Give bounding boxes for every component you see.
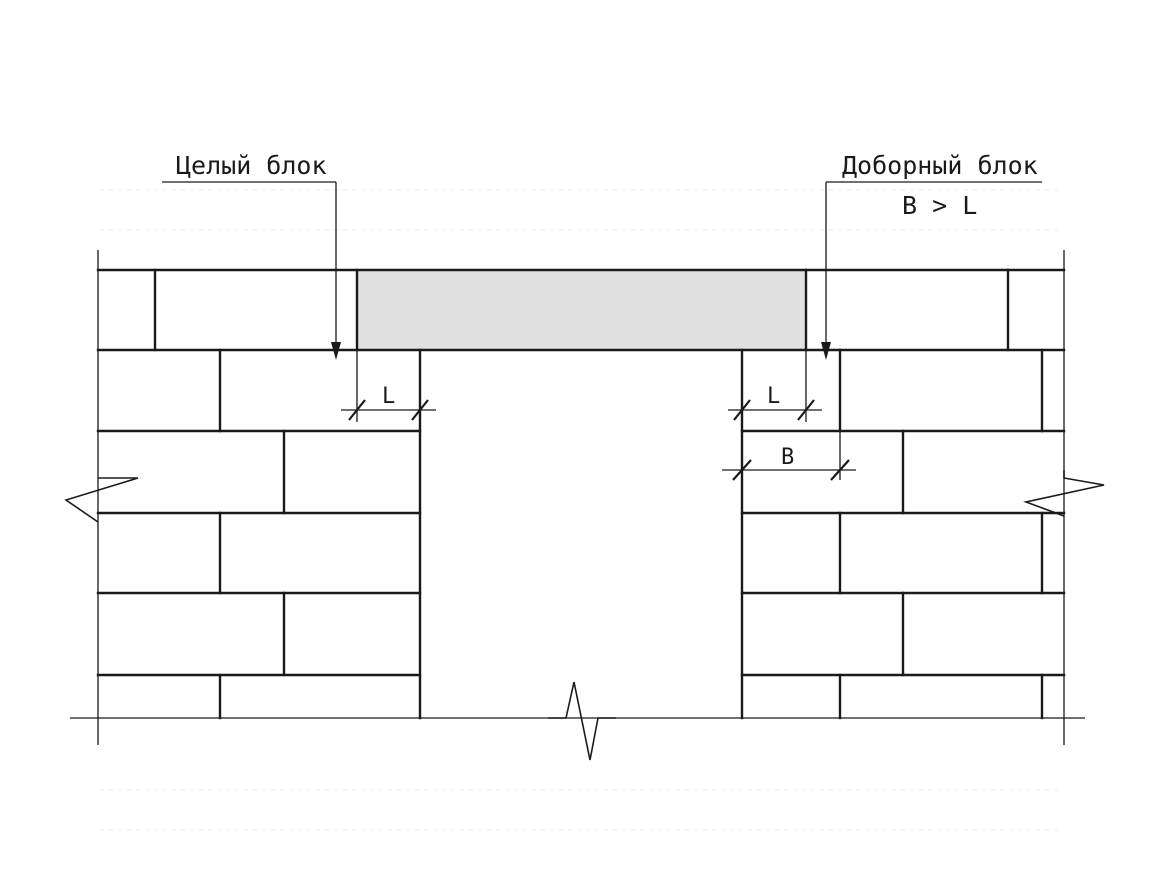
left-pier xyxy=(96,348,422,720)
label-extra-block-condition: B > L xyxy=(902,191,977,220)
label-left-bearing: L xyxy=(382,384,395,409)
dimension-left-bearing xyxy=(341,350,436,422)
leader-extra-block xyxy=(821,181,1042,360)
break-mark-left xyxy=(64,477,139,523)
dimension-extra-block-width xyxy=(722,431,856,481)
top-course-joints xyxy=(153,268,1010,352)
break-mark-bottom xyxy=(548,681,616,761)
right-pier xyxy=(740,348,1066,720)
label-extra-block-width: B xyxy=(781,445,794,470)
label-right-bearing: L xyxy=(767,384,780,409)
label-whole-block: Целый блок xyxy=(176,151,327,180)
label-extra-block: Доборный блок xyxy=(842,151,1038,180)
background-grid xyxy=(100,189,1062,831)
dimension-right-bearing xyxy=(728,350,822,422)
break-mark-right xyxy=(1023,470,1105,517)
wall-outline xyxy=(70,250,1085,745)
lintel-block xyxy=(357,270,806,350)
leader-whole-block xyxy=(162,181,341,360)
